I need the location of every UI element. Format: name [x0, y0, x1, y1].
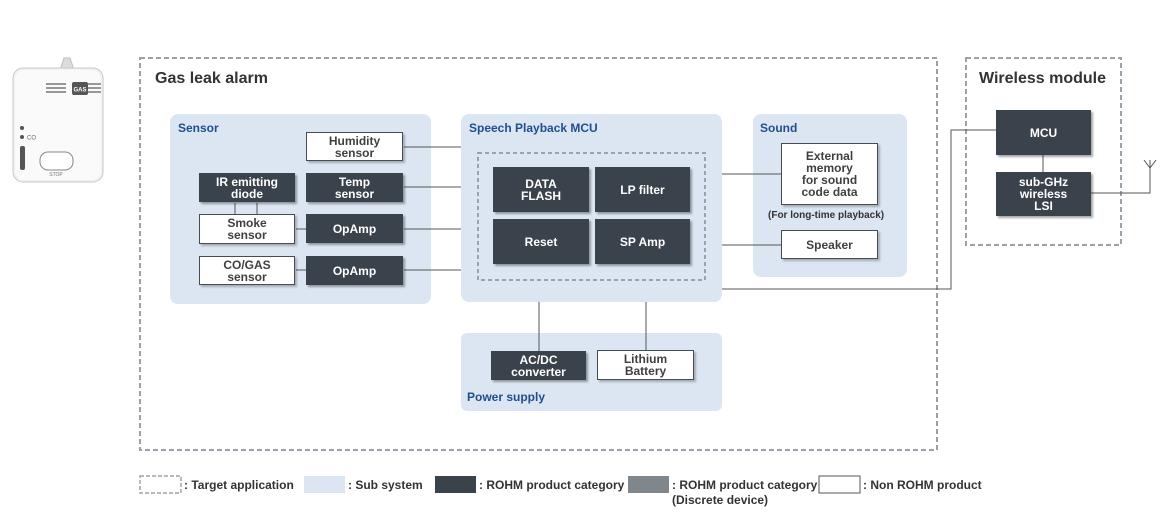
smoke-sensor-block: Smoke sensor: [199, 214, 295, 244]
ir-emitting-diode-block: IR emitting diode: [199, 173, 295, 202]
legend-swatch-rohm-discrete: [628, 476, 669, 493]
lp-filter-block: LP filter: [595, 167, 690, 212]
legend-rohm-discrete: : ROHM product category (Discrete device…: [672, 478, 818, 507]
legend-swatch-rohm: [435, 476, 476, 493]
wireless-module-frame: [965, 57, 1122, 246]
speaker-block: Speaker: [781, 230, 878, 259]
wireless-module-title: Wireless module: [979, 70, 1107, 87]
co-gas-sensor-block: CO/GAS sensor: [199, 256, 295, 285]
external-memory-block: External memory for sound code data: [781, 143, 878, 205]
legend-non-rohm: : Non ROHM product: [863, 478, 982, 492]
temp-sensor-block: Temp sensor: [306, 173, 403, 202]
lithium-battery-block: Lithium Battery: [597, 350, 694, 380]
device-co-text: CO: [27, 136, 36, 142]
humidity-sensor-block: Humidity sensor: [306, 132, 403, 161]
legend-rohm-product: : ROHM product category: [479, 478, 625, 492]
sp-amp-block: SP Amp: [595, 219, 690, 264]
speech-mcu-label: Speech Playback MCU: [469, 121, 598, 135]
data-flash-block: DATA FLASH: [493, 167, 589, 212]
legend-sub-system: : Sub system: [348, 478, 423, 492]
mcu-inner-frame: [477, 152, 706, 281]
reset-block: Reset: [493, 219, 589, 264]
power-supply-label: Power supply: [467, 390, 546, 404]
connector-lines: [234, 129, 1157, 351]
opamp-block-1: OpAmp: [306, 214, 403, 243]
mcu-block: MCU: [996, 110, 1091, 155]
opamp-block-2: OpAmp: [306, 256, 403, 285]
ac-dc-converter-block: AC/DC converter: [491, 351, 586, 380]
sound-label: Sound: [760, 121, 798, 135]
long-time-playback-note: (For long-time playback): [768, 210, 885, 221]
device-stop-text: STOP: [49, 172, 63, 178]
device-badge-text: GAS: [73, 88, 86, 94]
legend-swatch-target: [139, 475, 182, 494]
gas-alarm-device-image: GAS CO STOP: [12, 57, 104, 183]
gas-leak-alarm-title: Gas leak alarm: [155, 70, 268, 87]
sensor-label: Sensor: [178, 121, 219, 135]
legend-target-application: : Target application: [184, 478, 294, 492]
sub-ghz-lsi-block: sub-GHz wireless LSI: [996, 172, 1091, 216]
legend-swatch-non-rohm: [818, 475, 861, 494]
legend-swatch-subsystem: [304, 476, 345, 493]
gas-leak-alarm-frame: [139, 57, 938, 451]
